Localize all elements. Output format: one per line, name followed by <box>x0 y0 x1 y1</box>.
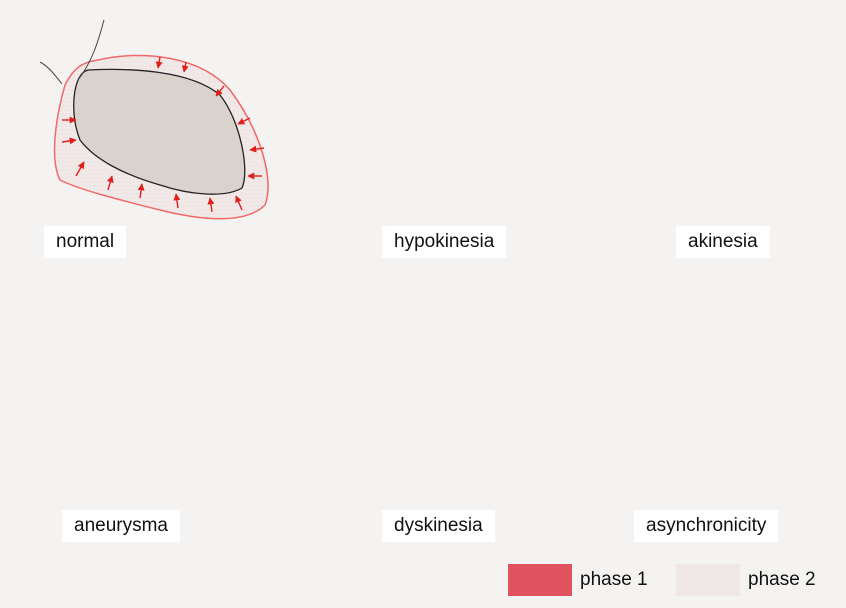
label-dyskinesia: dyskinesia <box>382 510 495 542</box>
legend-label-phase1: phase 1 <box>580 564 648 596</box>
panel-normal <box>40 20 268 219</box>
label-asynchronicity: asynchronicity <box>634 510 778 542</box>
label-aneurysma: aneurysma <box>62 510 180 542</box>
legend-label-phase2: phase 2 <box>748 564 816 596</box>
label-hypokinesia: hypokinesia <box>382 226 506 258</box>
label-normal: normal <box>44 226 126 258</box>
label-akinesia: akinesia <box>676 226 770 258</box>
legend-swatch-phase1 <box>508 564 572 596</box>
legend-swatch-phase2 <box>676 564 740 596</box>
